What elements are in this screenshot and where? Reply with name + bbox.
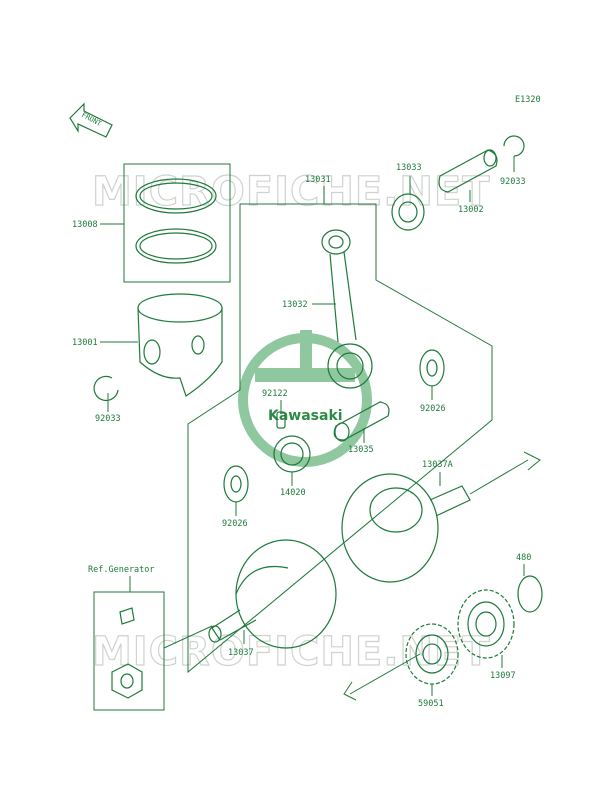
ref-generator-label: Ref.Generator [88,565,155,575]
gear-13097: 13097 [457,589,516,681]
label-13002: 13002 [458,205,484,215]
guide-line-lower [349,653,421,695]
label-13035: 13035 [348,445,374,455]
washer-right: 92026 [419,349,446,414]
needle-bearing-top: 13033 [391,163,425,231]
needle-bearing-lower: 14020 [273,435,311,498]
circlip-left: 92033 [93,375,121,424]
label-480: 480 [516,553,531,563]
label-92026-right: 92026 [420,404,446,414]
kawasaki-logo: Kawasaki [238,330,372,467]
piston: 13001 [72,293,223,397]
crank-half-left: 13037 [208,539,337,658]
watermark-top: MICROFICHE.NET [92,169,491,215]
guide-arrow-lower [343,681,357,701]
washer-left: 92026 [222,465,249,529]
label-13031: 13031 [305,175,331,185]
ref-generator-group: Ref.Generator [88,565,213,711]
label-92026-left: 92026 [222,519,248,529]
label-92122: 92122 [262,389,288,399]
label-92033-right: 92033 [500,177,526,187]
label-14020: 14020 [280,488,306,498]
connecting-rod: 13032 [282,229,373,389]
front-arrow-icon: FRONT [69,102,113,138]
circlip-right: 92033 [500,135,526,187]
front-label: FRONT [80,111,103,128]
label-13097: 13097 [490,671,516,681]
label-13008: 13008 [72,220,98,230]
logo-text: Kawasaki [268,408,343,424]
crank-half-right: 13037A [341,451,541,583]
watermark-bottom: MICROFICHE.NET [92,629,491,675]
piston-rings: 13008 [72,163,231,283]
label-13033: 13033 [396,163,422,173]
circlip-480: 480 [516,553,543,613]
label-92033-left: 92033 [95,414,121,424]
label-59051: 59051 [418,699,444,709]
label-13001: 13001 [72,338,98,348]
gear-59051: 59051 [405,623,459,709]
piston-pin: 13002 [438,149,498,215]
label-13037: 13037 [228,648,254,658]
label-13037a: 13037A [422,460,453,470]
crankpin: 13035 [333,401,390,455]
pin-92122: 92122 [262,389,288,429]
diagram-code: E1320 [515,95,541,105]
crankshaft-assembly-frame: 13031 [187,175,493,674]
label-13032: 13032 [282,300,308,310]
